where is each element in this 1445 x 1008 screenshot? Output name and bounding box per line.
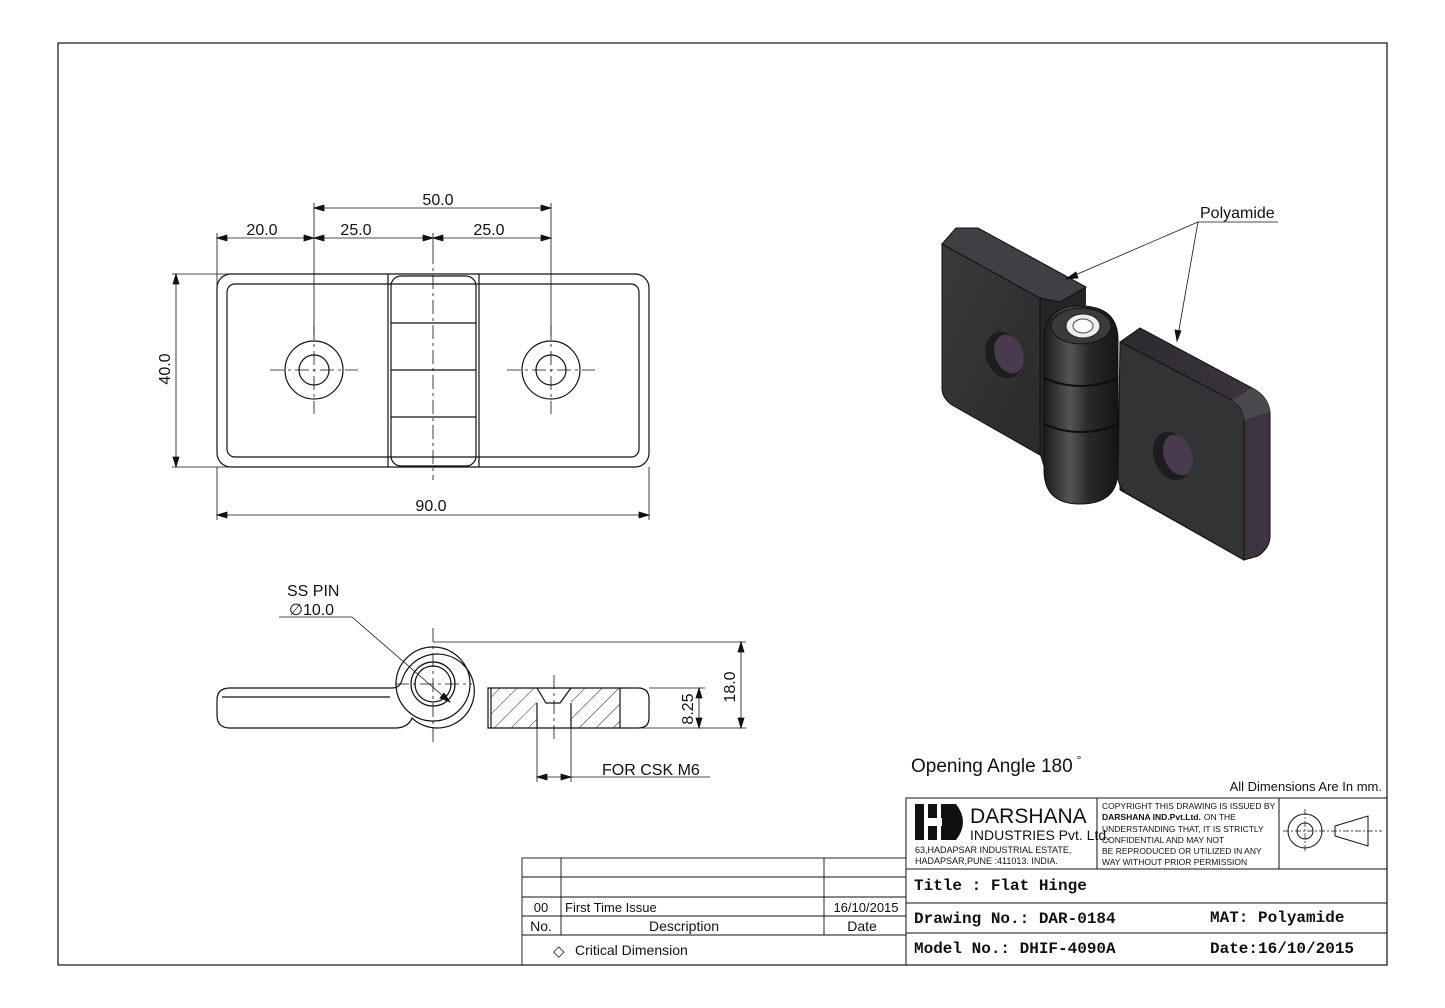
copyright-line1: COPYRIGHT THIS DRAWING IS ISSUED BY bbox=[1102, 801, 1276, 811]
company-name: DARSHANA bbox=[970, 805, 1087, 828]
degree-symbol: ° bbox=[1077, 753, 1082, 767]
copyright-line3: UNDERSTANDING THAT, IT IS STRICTLY bbox=[1102, 824, 1264, 834]
revision-no: 00 bbox=[534, 900, 548, 915]
copyright-line4: CONFIDENTIAL AND MAY NOT bbox=[1102, 835, 1224, 845]
company-logo bbox=[915, 804, 963, 840]
header-date: Date bbox=[847, 918, 877, 934]
header-no: No. bbox=[530, 918, 552, 934]
dim-leaf-offset: 8.25 bbox=[680, 693, 697, 724]
all-dimensions-note: All Dimensions Are In mm. bbox=[1230, 779, 1382, 794]
top-view bbox=[216, 250, 650, 480]
revision-table bbox=[521, 857, 907, 966]
revision-date: 16/10/2015 bbox=[833, 900, 898, 915]
company-address-line2: HADAPSAR,PUNE :411013. INDIA. bbox=[915, 856, 1058, 866]
dim-seg-b: 25.0 bbox=[473, 222, 504, 239]
dim-overall-length: 90.0 bbox=[415, 498, 446, 515]
material-field: MAT: Polyamide bbox=[1210, 909, 1344, 927]
opening-angle-text: Opening Angle 180 bbox=[911, 756, 1073, 777]
dim-overall-center: 50.0 bbox=[422, 192, 453, 209]
material-callout: Polyamide bbox=[1200, 205, 1275, 222]
copyright-line2: DARSHANA IND.Pvt.Ltd.ON THE bbox=[1102, 812, 1236, 822]
callout-pin-diameter: ∅10.0 bbox=[289, 602, 334, 619]
company-subname: INDUSTRIES Pvt. Ltd. bbox=[970, 827, 1110, 843]
top-dimension-lines bbox=[172, 203, 651, 520]
opening-angle-note: Opening Angle 180 ° bbox=[911, 753, 1082, 777]
dim-height: 40.0 bbox=[157, 353, 174, 384]
critical-dimension-symbol: ◇ bbox=[553, 943, 565, 960]
critical-dimension-note: Critical Dimension bbox=[575, 942, 688, 958]
copyright-company: DARSHANA IND.Pvt.Ltd. bbox=[1102, 812, 1201, 822]
company-address-line1: 63,HADAPSAR INDUSTRIAL ESTATE, bbox=[915, 845, 1071, 855]
isometric-view bbox=[941, 221, 1278, 561]
dim-left-width: 20.0 bbox=[246, 222, 277, 239]
model-number: Model No.: DHIF-4090A bbox=[914, 940, 1116, 958]
header-description: Description bbox=[649, 918, 719, 934]
callout-csk: FOR CSK M6 bbox=[602, 762, 700, 779]
title-block bbox=[905, 797, 1388, 966]
revision-description: First Time Issue bbox=[565, 900, 657, 915]
drawing-date: Date:16/10/2015 bbox=[1210, 940, 1354, 958]
copyright-line6: WAY WITHOUT PRIOR PERMISSION bbox=[1102, 857, 1247, 867]
copyright-line5: BE REPRODUCED OR UTILIZED IN ANY bbox=[1102, 846, 1262, 856]
drawing-title: Title : Flat Hinge bbox=[914, 877, 1087, 895]
side-dimension-lines bbox=[279, 616, 746, 782]
dim-seg-a: 25.0 bbox=[340, 222, 371, 239]
projection-symbol bbox=[1283, 809, 1382, 853]
copyright-on-the: ON THE bbox=[1204, 812, 1236, 822]
drawing-number: Drawing No.: DAR-0184 bbox=[914, 910, 1116, 928]
callout-ss-pin: SS PIN bbox=[287, 583, 339, 600]
side-view bbox=[216, 628, 650, 742]
dim-total-thickness: 18.0 bbox=[722, 671, 739, 702]
